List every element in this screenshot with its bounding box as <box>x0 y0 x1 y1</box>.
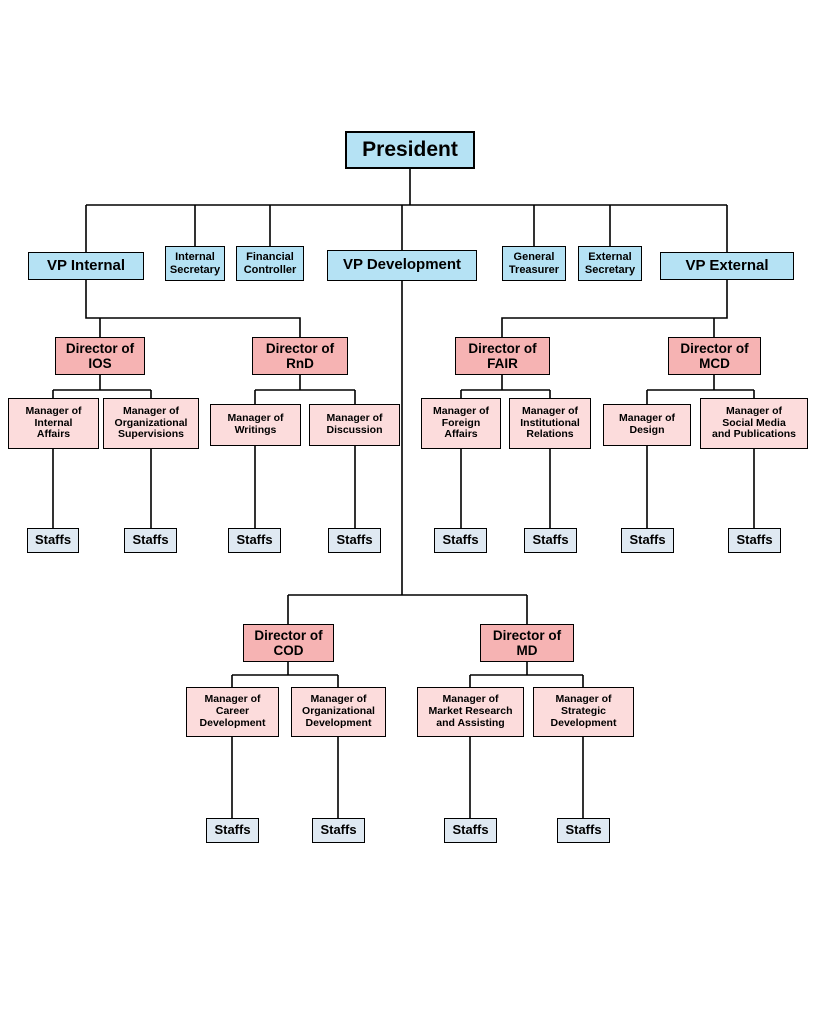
node-manager-writings: Manager of Writings <box>210 404 301 446</box>
node-director-rnd: Director of RnD <box>252 337 348 375</box>
node-manager-internal-affairs: Manager of Internal Affairs <box>8 398 99 449</box>
node-manager-foreign-affairs: Manager of Foreign Affairs <box>421 398 501 449</box>
node-staffs: Staffs <box>434 528 487 553</box>
node-financial-controller: Financial Controller <box>236 246 304 281</box>
node-staffs: Staffs <box>27 528 79 553</box>
node-staffs: Staffs <box>328 528 381 553</box>
node-staffs: Staffs <box>557 818 610 843</box>
node-staffs: Staffs <box>124 528 177 553</box>
node-vp-development: VP Development <box>327 250 477 281</box>
node-staffs: Staffs <box>312 818 365 843</box>
node-director-cod: Director of COD <box>243 624 334 662</box>
node-director-ios: Director of IOS <box>55 337 145 375</box>
node-director-mcd: Director of MCD <box>668 337 761 375</box>
node-staffs: Staffs <box>621 528 674 553</box>
node-manager-market-research-assisting: Manager of Market Research and Assisting <box>417 687 524 737</box>
node-staffs: Staffs <box>728 528 781 553</box>
node-internal-secretary: Internal Secretary <box>165 246 225 281</box>
node-manager-strategic-development: Manager of Strategic Development <box>533 687 634 737</box>
node-vp-internal: VP Internal <box>28 252 144 280</box>
node-manager-organizational-development: Manager of Organizational Development <box>291 687 386 737</box>
node-director-fair: Director of FAIR <box>455 337 550 375</box>
node-general-treasurer: General Treasurer <box>502 246 566 281</box>
node-vp-external: VP External <box>660 252 794 280</box>
node-manager-institutional-relations: Manager of Institutional Relations <box>509 398 591 449</box>
node-staffs: Staffs <box>228 528 281 553</box>
node-manager-social-media-publications: Manager of Social Media and Publications <box>700 398 808 449</box>
node-manager-organizational-supervisions: Manager of Organizational Supervisions <box>103 398 199 449</box>
node-director-md: Director of MD <box>480 624 574 662</box>
node-president: President <box>345 131 475 169</box>
node-external-secretary: External Secretary <box>578 246 642 281</box>
node-manager-design: Manager of Design <box>603 404 691 446</box>
node-staffs: Staffs <box>444 818 497 843</box>
node-staffs: Staffs <box>524 528 577 553</box>
node-manager-discussion: Manager of Discussion <box>309 404 400 446</box>
node-manager-career-development: Manager of Career Development <box>186 687 279 737</box>
node-staffs: Staffs <box>206 818 259 843</box>
